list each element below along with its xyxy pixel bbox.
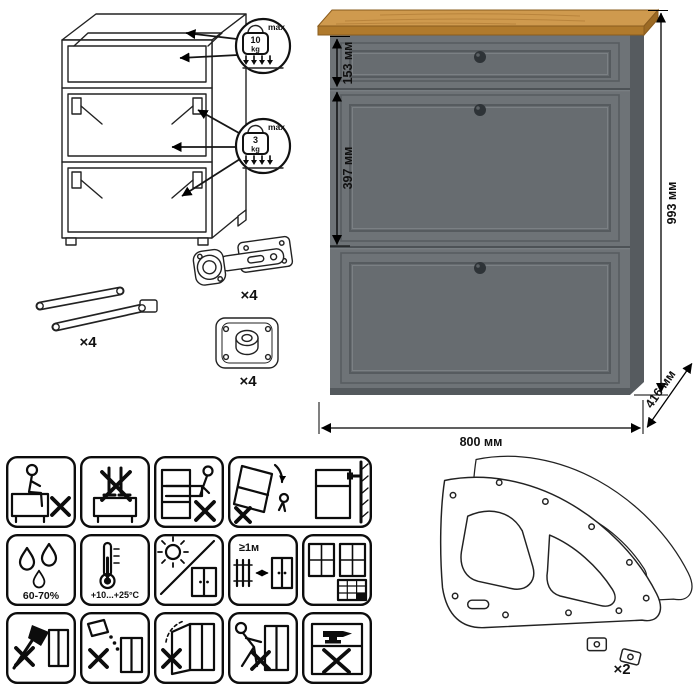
dim-top-drawer-height: 153 мм [330, 36, 355, 87]
calendar-icon [336, 578, 368, 602]
person-icon [25, 463, 44, 508]
flap-stay-qty: ×4 [79, 334, 97, 351]
wardrobe-icon [190, 566, 218, 598]
prohibition-x-icon [50, 496, 71, 517]
pictogram-humidity: 60-70% [6, 534, 76, 606]
bottom-flap-knob [474, 262, 486, 274]
dim-width: 800 мм [318, 400, 644, 449]
cabinet-icon [310, 622, 364, 676]
middle-flap-front [340, 94, 620, 242]
load-weight: 10 [250, 35, 260, 45]
weight-3kg-icon: 3 kg [242, 124, 269, 155]
window-icon [338, 542, 367, 578]
person-icon [198, 465, 214, 498]
humidity-label: 60-70% [23, 590, 60, 602]
load-direction-arrows [242, 55, 284, 69]
pictogram-no-direct-sunlight [154, 534, 224, 606]
wall-anchor-icon [314, 460, 369, 524]
prohibition-x-icon [194, 500, 216, 522]
divider-line [159, 539, 216, 596]
drawer-knob [474, 51, 486, 63]
window-icon [307, 542, 336, 578]
pictogram-grid: 60-70% +10...+25°C ≥1м [6, 456, 373, 684]
bottom-flap-front [340, 252, 620, 384]
pictogram-no-sitting [6, 456, 76, 528]
wardrobe-icon [47, 628, 70, 668]
side-panel-qty: ×2 [613, 661, 630, 678]
load-weight: 3 [253, 135, 258, 145]
prohibition-x-icon [88, 648, 109, 669]
anvil-icon [323, 631, 352, 644]
tipping-cabinet-icon [232, 463, 287, 514]
wardrobe-icon [270, 556, 294, 590]
cabinet-icon [92, 496, 138, 524]
heat-distance-label: ≥1м [239, 542, 259, 554]
pictogram-no-liquids [80, 612, 150, 684]
load-direction-arrows [242, 155, 284, 169]
prohibition-x-icon [14, 646, 35, 667]
dim-label-800: 800 мм [460, 435, 503, 449]
dim-middle-flap-height: 397 мм [330, 91, 355, 247]
pictogram-acclimatization [302, 534, 372, 606]
dim-label-153: 153 мм [341, 42, 355, 85]
load-limit-label: max [268, 22, 285, 32]
hinge-qty: ×4 [240, 287, 258, 304]
radiator-icon [233, 558, 253, 588]
spilling-cup-icon [86, 618, 120, 651]
mounting-plate-qty: ×4 [239, 373, 257, 390]
prohibition-x-icon [322, 648, 351, 674]
cabinet-side-panel [630, 24, 644, 395]
pictogram-no-standing [80, 456, 150, 528]
hardware-flap-stay: ×4 [35, 286, 158, 351]
sun-icon [157, 536, 189, 568]
prohibition-x-icon [234, 506, 252, 524]
pictogram-no-door-hanging [154, 612, 224, 684]
thermometer-icon [99, 541, 120, 590]
load-callout-flaps: 3 kg max [171, 109, 292, 197]
side-panel-front [439, 476, 662, 629]
water-drops-icon [18, 542, 58, 589]
pictogram-no-climbing [154, 456, 224, 528]
prohibition-x-icon [161, 648, 182, 669]
product-render [316, 8, 660, 395]
weight-10kg-icon: 10 kg [242, 24, 269, 55]
pictogram-no-pushing [228, 612, 298, 684]
load-limit-label: max [268, 122, 285, 132]
dim-label-397: 397 мм [341, 147, 355, 190]
prohibition-x-icon [100, 470, 132, 502]
person-icon [234, 621, 263, 668]
middle-flap-knob [474, 104, 486, 116]
load-unit: kg [251, 145, 260, 154]
hardware-hinge: ×4 [192, 235, 294, 304]
pictogram-anchor-to-wall [228, 456, 373, 528]
hardware-mounting-plate: ×4 [215, 317, 279, 390]
cabinet-icon [10, 492, 50, 524]
pictogram-no-sharp-tools [6, 612, 76, 684]
wood-top [316, 8, 660, 37]
pictogram-heat-distance: ≥1м [228, 534, 298, 606]
load-callout-drawer: 10 kg max [179, 17, 292, 75]
hinge-icon [192, 235, 294, 286]
cabinet-line-drawing [61, 13, 247, 246]
wardrobe-open-door-icon [165, 620, 216, 676]
side-panels-drawing: ×2 [439, 455, 693, 678]
pictogram-no-heavy-load [302, 612, 372, 684]
dim-label-993: 993 мм [665, 182, 679, 225]
wardrobe-icon [119, 636, 144, 674]
load-unit: kg [251, 45, 260, 54]
person-icon [277, 492, 290, 513]
pictogram-temperature: +10...+25°C [80, 534, 150, 606]
corner-brackets [586, 637, 642, 666]
prohibition-x-icon [250, 650, 271, 671]
temperature-label: +10...+25°C [91, 590, 140, 600]
